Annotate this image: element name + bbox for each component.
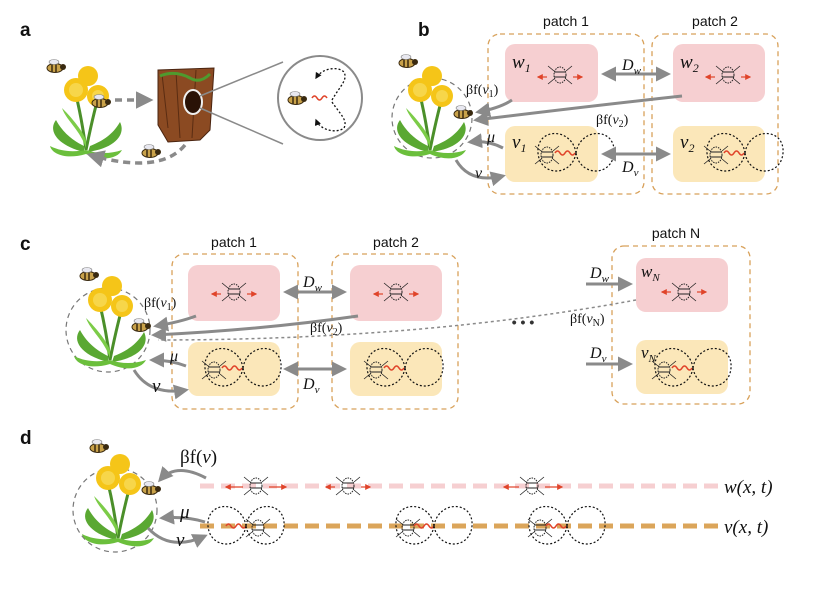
c-bf-v1-label: βf(v1) — [144, 296, 177, 313]
c-mu-label: μ — [169, 348, 178, 365]
panel-a: a — [20, 20, 363, 168]
v-line-label: v(x, t) — [724, 517, 768, 538]
c-patch-1-title: patch 1 — [211, 234, 257, 250]
Dv-label: Dv — [621, 159, 639, 179]
bee-icon — [46, 58, 67, 74]
w1-symbol: w1 — [512, 52, 531, 75]
dandelion-icon — [48, 64, 124, 160]
wN-symbol: wN — [641, 262, 660, 284]
panel-b: b patch 1 patch 2 w1 w2 v1 v2 Dw Dv — [391, 13, 784, 195]
d-bf-arrow — [158, 466, 207, 483]
panel-c: c patch 1 patch 2 patch N wN vN — [20, 225, 751, 410]
v2-box — [673, 126, 765, 182]
patch-1-title: patch 1 — [543, 13, 589, 29]
mu-arrow — [467, 133, 504, 150]
panel-d: d w(x, t) v(x, t) βf(v) μ ν — [20, 428, 773, 553]
d-nu-label: ν — [176, 530, 185, 551]
panel-d-label: d — [20, 428, 32, 449]
c-w2-box — [350, 265, 442, 321]
Dw-label: Dw — [621, 57, 642, 77]
c-DvN-label: Dv — [589, 345, 607, 365]
bee-icon — [89, 438, 110, 454]
bee-icon — [79, 266, 100, 282]
bee-icon — [131, 317, 152, 333]
c-w1-box — [188, 265, 280, 321]
panel-a-label: a — [20, 20, 31, 41]
c-Dv-label: Dv — [302, 376, 320, 396]
v1-symbol: v1 — [512, 132, 526, 155]
c-DwN-label: Dw — [589, 265, 610, 285]
ellipsis: • • • — [512, 314, 535, 330]
v1-box — [505, 126, 598, 182]
bee-icon — [453, 104, 474, 120]
w2-box — [673, 44, 765, 102]
nu-arrow — [454, 159, 506, 187]
nu-label: ν — [475, 165, 483, 182]
panel-c-label: c — [20, 234, 31, 255]
patch-2-title: patch 2 — [692, 13, 738, 29]
c-nu-label: ν — [152, 376, 161, 397]
vN-symbol: vN — [641, 343, 657, 365]
c-Dw-label: Dw — [302, 274, 323, 294]
w-line-label: w(x, t) — [724, 477, 773, 498]
bf-v1-arrow — [475, 98, 513, 118]
tree-trunk-icon — [157, 67, 215, 143]
c-patch-N-title: patch N — [652, 225, 700, 241]
magnifier-icon — [277, 55, 363, 141]
d-mu-label: μ — [179, 502, 190, 523]
c-patch-2-title: patch 2 — [373, 234, 419, 250]
bee-icon — [398, 53, 419, 69]
c-v1-box — [188, 342, 280, 396]
c-bf-vN-label: βf(vN) — [570, 312, 605, 329]
d-bf-label: βf(v) — [180, 447, 217, 468]
patch-2-region — [651, 33, 779, 195]
bf-v2-label: βf(v2) — [596, 113, 629, 130]
bf-v2-arrow — [473, 94, 683, 126]
bee-icon — [141, 143, 162, 159]
c-patch-N-region — [611, 245, 751, 405]
w2-symbol: w2 — [680, 52, 699, 75]
to-flower-arrow — [86, 143, 187, 168]
mu-label: μ — [486, 129, 495, 146]
c-bf-v2-label: βf(v2) — [310, 321, 343, 338]
bf-v1-label: βf(v1) — [466, 83, 499, 100]
panel-b-label: b — [418, 20, 430, 41]
c-v2-box — [350, 342, 442, 396]
dandelion-icon — [80, 452, 156, 548]
bee-icon — [141, 480, 162, 496]
w1-box — [505, 44, 598, 102]
v2-symbol: v2 — [680, 132, 694, 155]
